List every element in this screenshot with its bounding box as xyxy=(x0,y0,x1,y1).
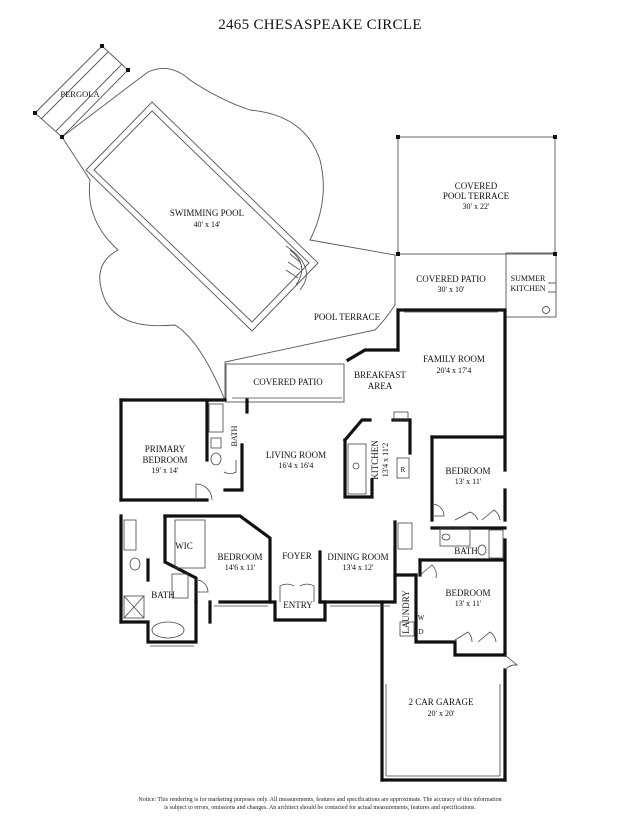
label-swimming-pool-dim: 40' x 14' xyxy=(194,220,221,229)
label-pool-terrace: POOL TERRACE xyxy=(314,312,381,322)
label-living-room-dim: 16'4 x 16'4 xyxy=(279,461,314,470)
label-swimming-pool: SWIMMING POOL xyxy=(170,208,244,218)
summer-kitchen-outline xyxy=(505,252,557,318)
label-wic: WIC xyxy=(175,541,193,551)
label-bath-left-bottom: BATH xyxy=(151,590,175,600)
label-family-room-dim: 20'4 x 17'4 xyxy=(437,366,472,375)
posts xyxy=(33,44,557,256)
label-summer-kitchen-2: KITCHEN xyxy=(510,284,545,293)
label-refrigerator: R xyxy=(401,466,406,474)
label-covered-pool-terrace: COVERED xyxy=(455,181,498,191)
notice-line-1: Notice: This rendering is for marketing … xyxy=(138,797,502,803)
label-dryer: D xyxy=(418,628,423,636)
label-bedroom-center-dim: 14'6 x 11' xyxy=(225,563,256,572)
label-dining-room-dim: 13'4 x 12' xyxy=(343,563,374,572)
swimming-pool-outline xyxy=(85,101,319,332)
label-breakfast: BREAKFAST xyxy=(354,370,406,380)
label-kitchen-dim: 13'4 x 11'2 xyxy=(381,443,390,478)
label-bedroom-right-top-dim: 13' x 11' xyxy=(455,477,482,486)
label-bedroom-center: BEDROOM xyxy=(217,552,262,562)
label-pergola: PERGOLA xyxy=(60,89,100,99)
label-bedroom-right-bottom-dim: 13' x 11' xyxy=(455,599,482,608)
label-covered-pool-terrace-2: POOL TERRACE xyxy=(443,191,510,201)
label-washer: W xyxy=(418,614,425,622)
label-covered-pool-terrace-dim: 30' x 22' xyxy=(463,202,490,211)
pool-deck-outline xyxy=(61,67,396,401)
label-primary-bedroom: PRIMARY xyxy=(145,444,186,454)
label-bath-primary-top: BATH xyxy=(230,425,239,446)
label-covered-patio-right: COVERED PATIO xyxy=(416,274,486,284)
door-swings xyxy=(195,460,519,671)
covered-patio-left-outline xyxy=(225,363,345,403)
label-dining-room: DINING ROOM xyxy=(327,552,388,562)
label-garage: 2 CAR GARAGE xyxy=(408,697,474,707)
covered-pool-terrace-outline xyxy=(397,136,556,255)
label-bath-right: BATH xyxy=(454,546,478,556)
label-living-room: LIVING ROOM xyxy=(266,450,326,460)
label-bedroom-right-top: BEDROOM xyxy=(445,466,490,476)
notice-line-2: is subject to errors, omissions and chan… xyxy=(164,804,476,811)
label-laundry: LAUNDRY xyxy=(401,590,411,634)
label-summer-kitchen: SUMMER xyxy=(511,274,546,283)
label-entry: ENTRY xyxy=(283,600,313,610)
label-covered-patio-left: COVERED PATIO xyxy=(253,377,323,387)
plan-title: 2465 CHESASPEAKE CIRCLE xyxy=(218,17,422,33)
details xyxy=(123,311,504,777)
label-family-room: FAMILY ROOM xyxy=(423,354,485,364)
label-garage-dim: 20' x 20' xyxy=(428,709,455,718)
label-primary-bedroom-2: BEDROOM xyxy=(142,455,187,465)
labels: PERGOLA SWIMMING POOL 40' x 14' COVERED … xyxy=(60,89,546,718)
outdoor-outlines xyxy=(34,45,557,403)
disclaimer-notice: Notice: This rendering is for marketing … xyxy=(120,797,520,812)
label-covered-patio-right-dim: 30' x 10' xyxy=(438,285,465,294)
label-foyer: FOYER xyxy=(282,551,312,561)
label-breakfast-2: AREA xyxy=(368,381,393,391)
label-primary-bedroom-dim: 19' x 14' xyxy=(152,466,179,475)
label-bedroom-right-bottom: BEDROOM xyxy=(445,588,490,598)
label-kitchen: KITCHEN xyxy=(370,440,380,480)
